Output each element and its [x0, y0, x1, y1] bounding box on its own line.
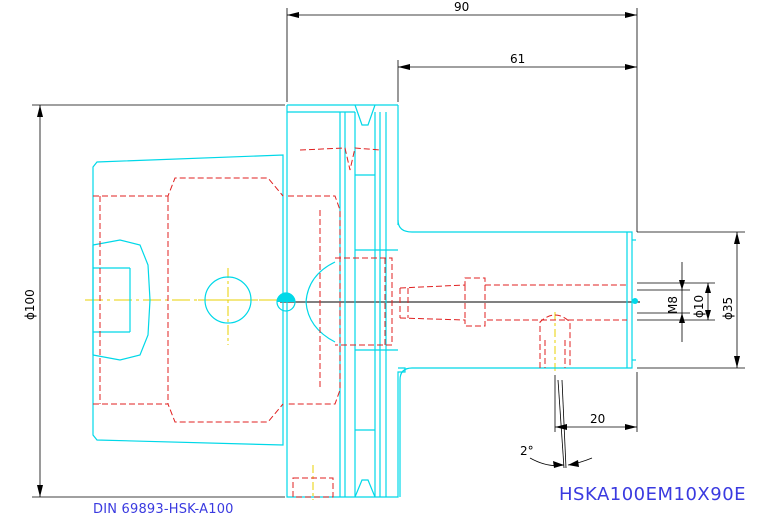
part-number-label: HSKA100EM10X90E	[559, 484, 747, 505]
dim-shank-diameter: ϕ35	[721, 297, 735, 320]
dim-bore-diameter: ϕ10	[692, 295, 706, 318]
hidden-lines	[93, 147, 627, 498]
dim-screw-offset: 20	[590, 412, 605, 426]
dim-thread: M8	[666, 296, 680, 314]
part-outline	[92, 104, 636, 498]
dim-flange-diameter: ϕ100	[23, 289, 37, 320]
center-hole-marker	[277, 293, 295, 302]
dim-angle: 2°	[520, 444, 534, 458]
centerline	[85, 268, 556, 500]
dim-overall-length: 90	[454, 0, 469, 14]
tip-marker	[632, 298, 638, 304]
dimension-lines	[32, 8, 745, 498]
standard-label: DIN 69893-HSK-A100	[93, 502, 234, 517]
dim-shank-length: 61	[510, 52, 525, 66]
